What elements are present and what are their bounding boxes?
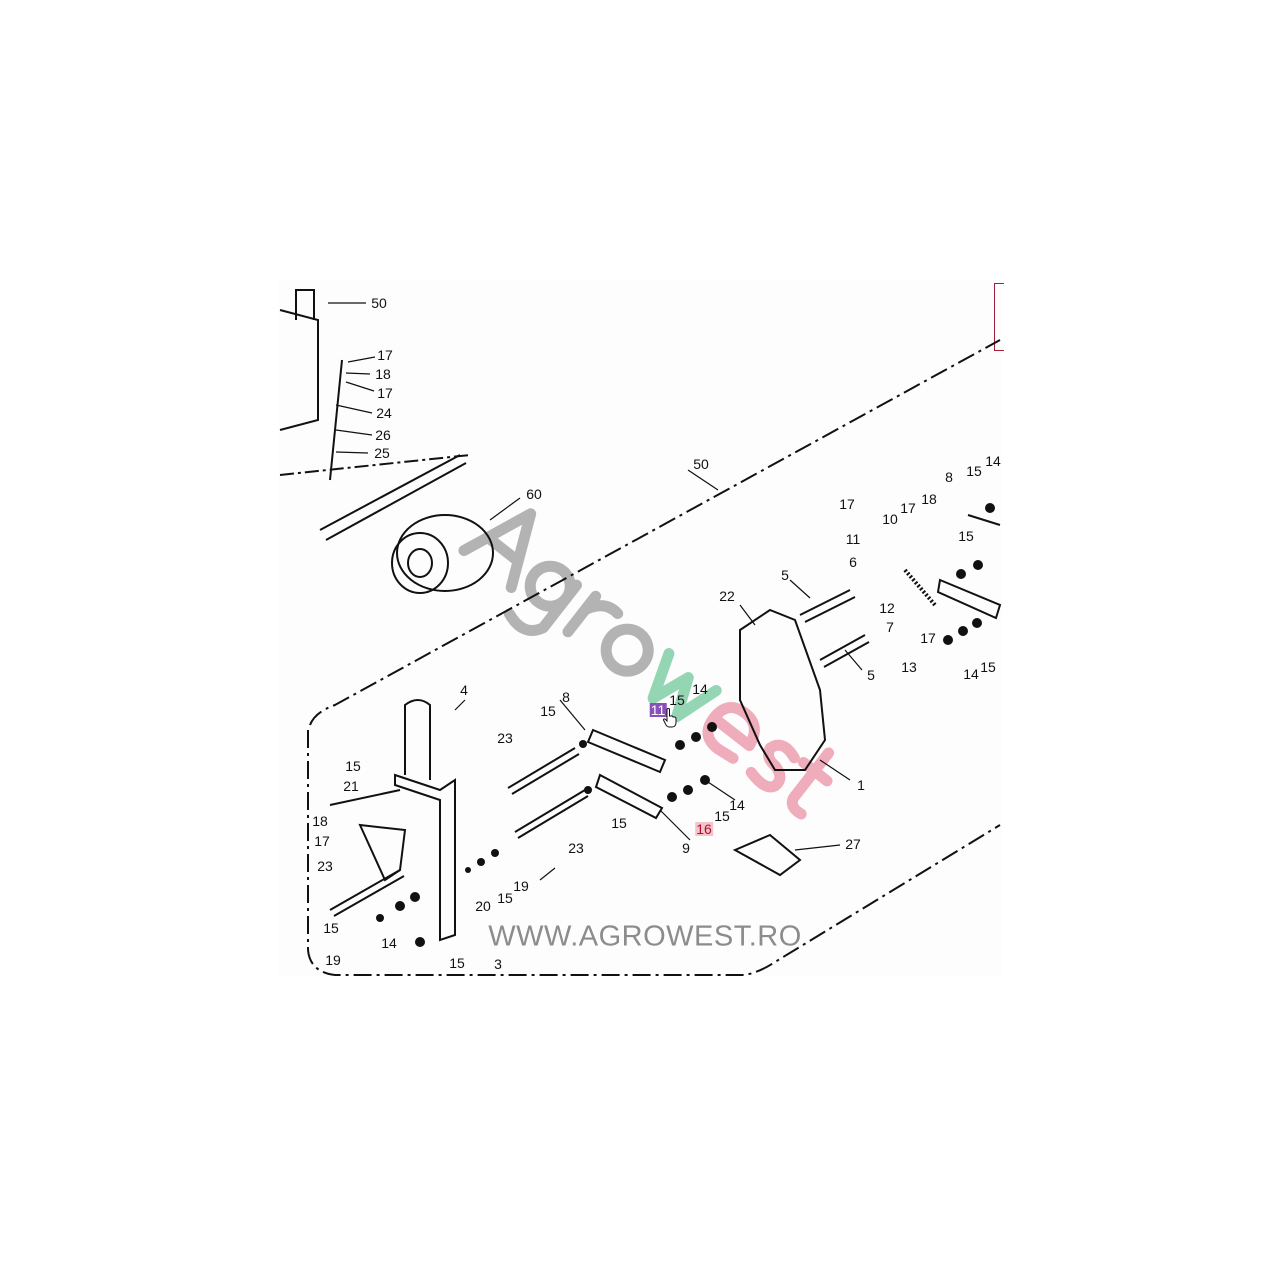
callout-label[interactable]: 15 xyxy=(540,703,556,719)
callout-label[interactable]: 17 xyxy=(839,496,855,512)
link-right xyxy=(936,514,1002,620)
callout-label[interactable]: 27 xyxy=(845,836,861,852)
callout-label[interactable]: 17 xyxy=(377,347,393,363)
callout-label[interactable]: 50 xyxy=(371,295,387,311)
callout-label-highlighted[interactable]: 16 xyxy=(695,821,713,837)
callout-label[interactable]: 15 xyxy=(611,815,627,831)
callout-label[interactable]: 18 xyxy=(375,366,391,382)
frame-top-left xyxy=(279,309,319,431)
callout-label[interactable]: 15 xyxy=(449,955,465,971)
callout-label[interactable]: 5 xyxy=(867,667,875,683)
callout-label[interactable]: 15 xyxy=(323,920,339,936)
callout-label[interactable]: 4 xyxy=(460,682,468,698)
shaft-line-top xyxy=(279,454,471,476)
plate-3 xyxy=(394,773,456,942)
callout-label[interactable]: 23 xyxy=(317,858,333,874)
callout-label[interactable]: 15 xyxy=(345,758,361,774)
callout-label[interactable]: 1 xyxy=(857,777,865,793)
callout-label[interactable]: 3 xyxy=(494,956,502,972)
callout-label[interactable]: 11 xyxy=(845,531,861,547)
callout-label[interactable]: 26 xyxy=(375,427,391,443)
spring xyxy=(903,568,937,607)
callout-label[interactable]: 60 xyxy=(526,486,542,502)
link-9 xyxy=(594,773,664,820)
callout-label[interactable]: 7 xyxy=(886,619,894,635)
handle-4 xyxy=(404,699,431,780)
callout-label[interactable]: 22 xyxy=(719,588,735,604)
callout-label[interactable]: 6 xyxy=(849,554,857,570)
callout-label[interactable]: 15 xyxy=(669,692,685,708)
callout-label[interactable]: 18 xyxy=(312,813,328,829)
callout-label[interactable]: 14 xyxy=(692,681,708,697)
callout-label[interactable]: 19 xyxy=(325,952,341,968)
plate-27 xyxy=(732,833,802,877)
pins-5 xyxy=(799,589,870,668)
pin-23-a xyxy=(507,747,580,795)
callout-label[interactable]: 9 xyxy=(682,840,690,856)
callout-label[interactable]: 10 xyxy=(882,511,898,527)
callout-label[interactable]: 24 xyxy=(376,405,392,421)
side-panel-edge xyxy=(994,283,1004,351)
callout-label[interactable]: 8 xyxy=(562,689,570,705)
callout-label[interactable]: 15 xyxy=(714,808,730,824)
callout-label[interactable]: 25 xyxy=(374,445,390,461)
callout-label[interactable]: 19 xyxy=(513,878,529,894)
axle xyxy=(319,454,467,541)
callout-label[interactable]: 15 xyxy=(958,528,974,544)
rod-24 xyxy=(329,359,343,481)
callout-label[interactable]: 15 xyxy=(980,659,996,675)
leader-lines xyxy=(328,302,863,881)
callout-label-selected[interactable]: 11 xyxy=(649,702,667,718)
callout-label[interactable]: 17 xyxy=(900,500,916,516)
callout-label[interactable]: 21 xyxy=(343,778,359,794)
callout-label[interactable]: 12 xyxy=(879,600,895,616)
boundary-dashdot-upper xyxy=(309,339,1001,726)
callout-label[interactable]: 17 xyxy=(920,630,936,646)
callout-label[interactable]: 14 xyxy=(729,797,745,813)
link-8 xyxy=(586,728,667,774)
callout-label[interactable]: 5 xyxy=(781,567,789,583)
callout-label[interactable]: 17 xyxy=(377,385,393,401)
frame-1 xyxy=(739,608,827,771)
callout-label[interactable]: 17 xyxy=(314,833,330,849)
callout-label[interactable]: 14 xyxy=(985,453,1001,469)
callout-label[interactable]: 15 xyxy=(966,463,982,479)
boundary-dashdot-lower xyxy=(307,730,1001,976)
callout-label[interactable]: 14 xyxy=(381,935,397,951)
callout-label[interactable]: 8 xyxy=(945,469,953,485)
callout-label[interactable]: 50 xyxy=(693,456,709,472)
callout-label[interactable]: 23 xyxy=(497,730,513,746)
hand-pointer-cursor-icon xyxy=(662,708,677,728)
callout-label[interactable]: 18 xyxy=(921,491,937,507)
pin-23-b xyxy=(514,789,589,839)
wheel-60 xyxy=(396,514,494,592)
callout-label[interactable]: 13 xyxy=(901,659,917,675)
handle-top-left xyxy=(295,289,315,320)
callout-label[interactable]: 15 xyxy=(497,890,513,906)
pin-23-left xyxy=(329,869,405,917)
bracket-21 xyxy=(329,789,407,882)
agrowest-logo-watermark xyxy=(458,508,835,820)
callout-label[interactable]: 20 xyxy=(475,898,491,914)
callout-label[interactable]: 23 xyxy=(568,840,584,856)
callout-label[interactable]: 14 xyxy=(963,666,979,682)
website-watermark: WWW.AGROWEST.RO xyxy=(488,920,802,953)
